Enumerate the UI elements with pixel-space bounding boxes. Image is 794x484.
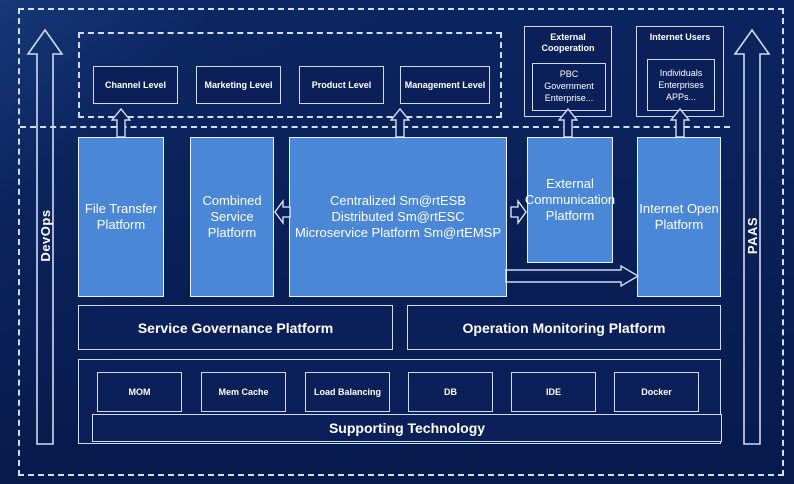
business-layer-container <box>78 32 502 118</box>
external-cooperation-inner: PBC Government Enterprise... <box>532 63 606 111</box>
management-label: Service Governance Platform <box>137 319 334 336</box>
tech-label: IDE <box>545 387 561 397</box>
platform-file-transfer[interactable]: File Transfer Platform <box>78 137 164 297</box>
outer-dashed-frame <box>18 8 784 476</box>
connector-arrow-up-external-communication <box>558 108 578 138</box>
chevron-left-icon <box>274 198 291 226</box>
platform-external-communication[interactable]: External Communication Platform <box>524 137 616 263</box>
level-box-channel[interactable]: Channel Level <box>93 66 178 104</box>
core-line-2: Distributed Sm@rtESC <box>331 208 465 224</box>
flow-arrow-to-internet-open <box>505 265 639 287</box>
tech-box-mem-cache[interactable]: Mem Cache <box>201 372 286 412</box>
connector-arrow-up-internet-open <box>670 108 690 138</box>
platform-label: External Communication Platform <box>524 175 616 224</box>
level-label: Marketing Level <box>204 80 273 90</box>
level-box-marketing[interactable]: Marketing Level <box>196 66 281 104</box>
management-label: Operation Monitoring Platform <box>462 319 666 336</box>
internet-users-inner: Individuals Enterprises APPs... <box>647 59 715 111</box>
platform-label: File Transfer Platform <box>84 200 158 232</box>
platform-label: Internet Open Platform <box>639 200 719 232</box>
tech-box-docker[interactable]: Docker <box>614 372 699 412</box>
platform-label: Combined Service Platform <box>202 192 262 241</box>
platform-core-esb[interactable]: Centralized Sm@rtESB Distributed Sm@rtES… <box>289 137 507 297</box>
connector-arrow-up-file-transfer <box>111 108 131 138</box>
platform-combined-service[interactable]: Combined Service Platform <box>190 137 274 297</box>
connector-arrow-up-core-platform <box>390 108 410 138</box>
tech-box-mom[interactable]: MOM <box>97 372 182 412</box>
paas-arrow: PAAS <box>733 28 771 446</box>
core-line-1: Centralized Sm@rtESB <box>329 192 467 208</box>
management-operation-monitoring[interactable]: Operation Monitoring Platform <box>407 305 721 350</box>
supporting-technology-label: Supporting Technology <box>328 420 486 436</box>
tech-label: MOM <box>128 387 151 397</box>
platform-internet-open[interactable]: Internet Open Platform <box>637 137 721 297</box>
level-box-management[interactable]: Management Level <box>400 66 490 104</box>
chevron-right-icon <box>510 198 527 226</box>
tech-label: DB <box>444 387 457 397</box>
internet-users-group[interactable]: Internet Users Individuals Enterprises A… <box>636 26 724 117</box>
level-label: Channel Level <box>104 80 167 90</box>
tech-box-db[interactable]: DB <box>408 372 493 412</box>
supporting-technology-bar[interactable]: Supporting Technology <box>92 414 722 442</box>
management-service-governance[interactable]: Service Governance Platform <box>78 305 393 350</box>
external-cooperation-title: External Cooperation <box>541 32 595 54</box>
level-label: Product Level <box>311 80 372 90</box>
tech-label: Load Balancing <box>313 386 381 397</box>
level-box-product[interactable]: Product Level <box>299 66 384 104</box>
tech-box-load-balancing[interactable]: Load Balancing <box>305 372 390 412</box>
external-cooperation-group[interactable]: External Cooperation PBC Government Ente… <box>524 26 612 117</box>
tech-label: Docker <box>641 387 672 397</box>
tech-box-ide[interactable]: IDE <box>511 372 596 412</box>
tech-label: Mem Cache <box>218 386 269 397</box>
internet-users-title: Internet Users <box>649 32 711 42</box>
devops-arrow: DevOps <box>26 28 64 446</box>
layer-separator-dashed-line <box>20 126 730 128</box>
level-label: Management Level <box>404 80 486 90</box>
core-line-3: Microservice Platform Sm@rtEMSP <box>294 225 502 241</box>
